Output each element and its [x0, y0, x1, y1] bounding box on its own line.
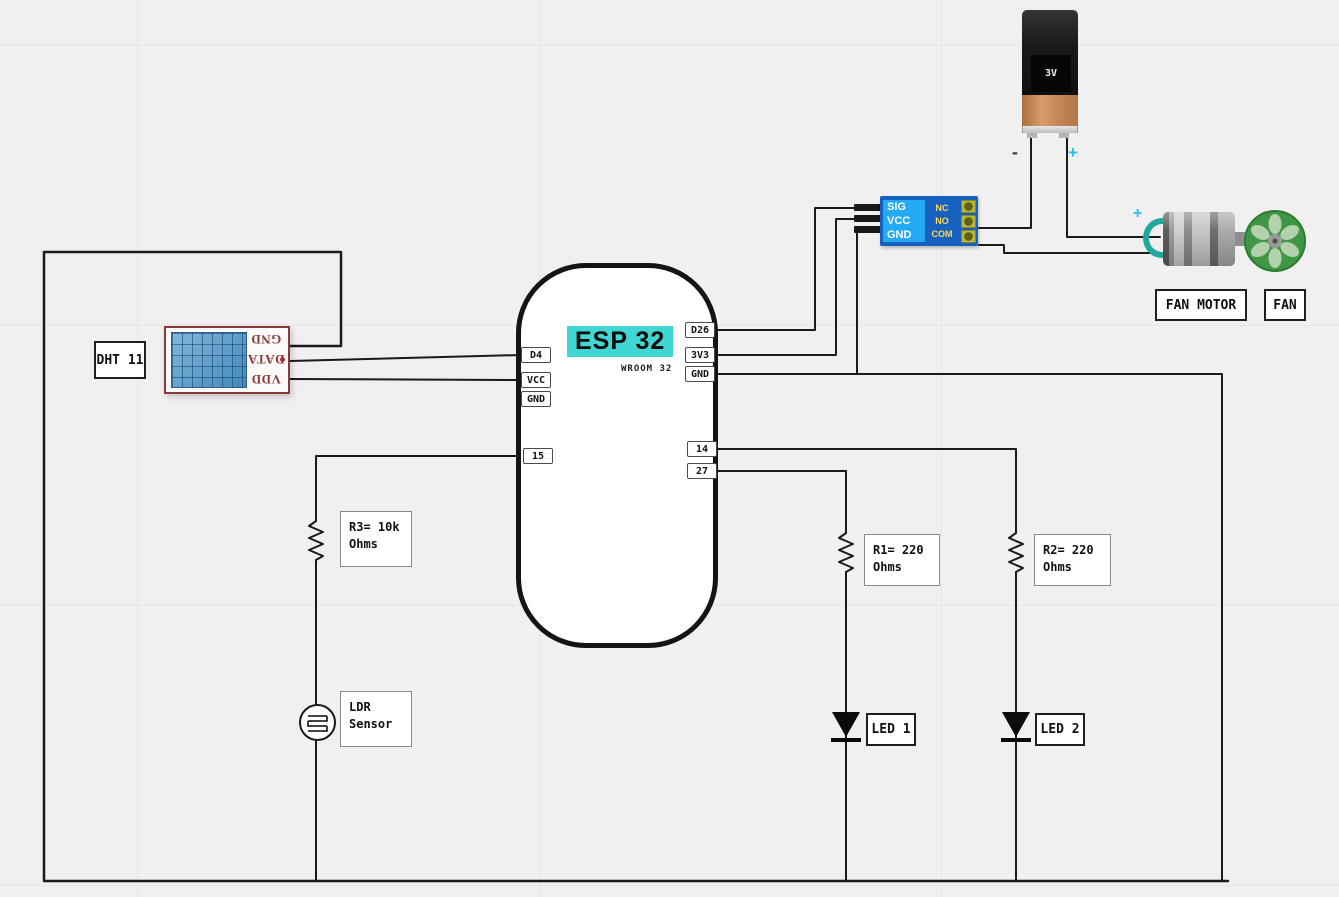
fan-motor-label: FAN MOTOR	[1155, 289, 1247, 321]
esp32-title: ESP 32	[567, 326, 674, 357]
esp32-pin-15: 15	[523, 448, 553, 464]
wire-dht-vdd-to-vcc	[289, 378, 522, 381]
led2-cathode-bar	[1001, 738, 1031, 742]
relay-header-pin-vcc	[854, 215, 882, 222]
resistor-r2-value: R2= 220	[1043, 543, 1094, 557]
relay-vcc-label: VCC	[887, 215, 911, 227]
esp32-pin-gnd-left: GND	[521, 391, 551, 407]
relay-terminal-nc	[961, 200, 976, 213]
dht11-sensing-grid	[171, 332, 247, 388]
relay-no-label: NO	[935, 216, 949, 226]
wire-dht-data-to-d4	[289, 354, 522, 362]
ldr-label-line1: LDR	[349, 700, 371, 714]
relay-output-panel: NC NO COM	[927, 202, 957, 241]
led2-symbol	[1002, 712, 1030, 737]
wire-gnd-to-ground-rail	[714, 373, 1223, 882]
ldr-label-line2: Sensor	[349, 717, 393, 731]
wire-ground-rail	[42, 250, 1230, 883]
wire-battery-positive-to-motor	[1066, 134, 1161, 238]
esp32-pin-27: 27	[687, 463, 717, 479]
fan-motor-shaft	[1235, 232, 1245, 246]
wire-3v3-to-relay-vcc	[714, 218, 862, 356]
esp32-pin-14: 14	[687, 441, 717, 457]
ldr-sensor-symbol	[299, 704, 336, 741]
relay-header-pin-gnd	[854, 226, 882, 233]
esp32-subtitle: WROOM 32	[621, 364, 673, 374]
battery-copper-band	[1022, 95, 1078, 126]
fan-motor-body	[1163, 212, 1235, 266]
fan-motor-plus-label: +	[1133, 205, 1143, 222]
dht11-sensor: GND DATA VDD	[164, 326, 290, 394]
relay-nc-label: NC	[935, 203, 949, 213]
relay-header-pin-sig	[854, 204, 882, 211]
wire-pin27-to-r1	[716, 470, 847, 534]
resistor-r3-value: R3= 10k	[349, 520, 400, 534]
esp32-pin-d4: D4	[521, 347, 551, 363]
fan-blades	[1244, 210, 1306, 272]
resistor-r3-unit: Ohms	[349, 537, 378, 551]
led1-symbol	[832, 712, 860, 737]
battery-3v: 3V	[1022, 10, 1078, 138]
wire-gnd-branch-to-relay	[856, 229, 862, 375]
dht11-label: DHT 11	[94, 341, 146, 379]
relay-com-label: COM	[931, 229, 953, 239]
fan-motor-clip	[1143, 218, 1164, 258]
resistor-r1-unit: Ohms	[873, 560, 902, 574]
esp32-pin-gnd-right: GND	[685, 366, 715, 382]
wire-pin15-to-r3	[315, 455, 524, 522]
resistor-r1-symbol	[838, 532, 854, 573]
esp32-pin-3v3: 3V3	[685, 347, 715, 363]
battery-body: 3V	[1022, 10, 1078, 95]
led2-label: LED 2	[1035, 713, 1085, 746]
dht11-pin-marker	[280, 357, 285, 362]
ldr-label: LDR Sensor	[340, 691, 412, 747]
relay-terminal-com	[961, 230, 976, 243]
dht11-pin-vdd-label: VDD	[251, 372, 281, 387]
relay-gnd-label: GND	[887, 229, 912, 241]
battery-voltage-label: 3V	[1031, 55, 1071, 92]
battery-minus-label: -	[1012, 142, 1018, 162]
wire-pin14-to-r2	[716, 448, 1017, 534]
dht11-pin-gnd-label: GND	[250, 332, 282, 347]
resistor-r1-label: R1= 220 Ohms	[864, 534, 940, 586]
relay-module: SIG VCC GND NC NO COM	[880, 196, 978, 246]
relay-terminal-no	[961, 215, 976, 228]
fan-motor	[1143, 210, 1247, 268]
resistor-r3-label: R3= 10k Ohms	[340, 511, 412, 567]
esp32-pin-vcc: VCC	[521, 372, 551, 388]
ldr-track	[307, 715, 328, 732]
relay-input-panel: SIG VCC GND	[883, 200, 925, 242]
resistor-r2-symbol	[1008, 532, 1024, 573]
wire-battery-negative-to-relay	[978, 134, 1032, 229]
battery-terminals	[1022, 133, 1078, 138]
wire-d26-to-relay-sig	[714, 207, 862, 331]
wire-relay-to-motor	[978, 244, 1161, 254]
battery-plus-label: +	[1068, 143, 1078, 162]
led1-cathode-bar	[831, 738, 861, 742]
resistor-r3-symbol	[308, 520, 324, 561]
relay-sig-label: SIG	[887, 201, 906, 213]
resistor-r2-unit: Ohms	[1043, 560, 1072, 574]
resistor-r1-value: R1= 220	[873, 543, 924, 557]
fan-label: FAN	[1264, 289, 1306, 321]
led1-label: LED 1	[866, 713, 916, 746]
resistor-r2-label: R2= 220 Ohms	[1034, 534, 1111, 586]
esp32-pin-d26: D26	[685, 322, 715, 338]
battery-base	[1022, 126, 1078, 133]
